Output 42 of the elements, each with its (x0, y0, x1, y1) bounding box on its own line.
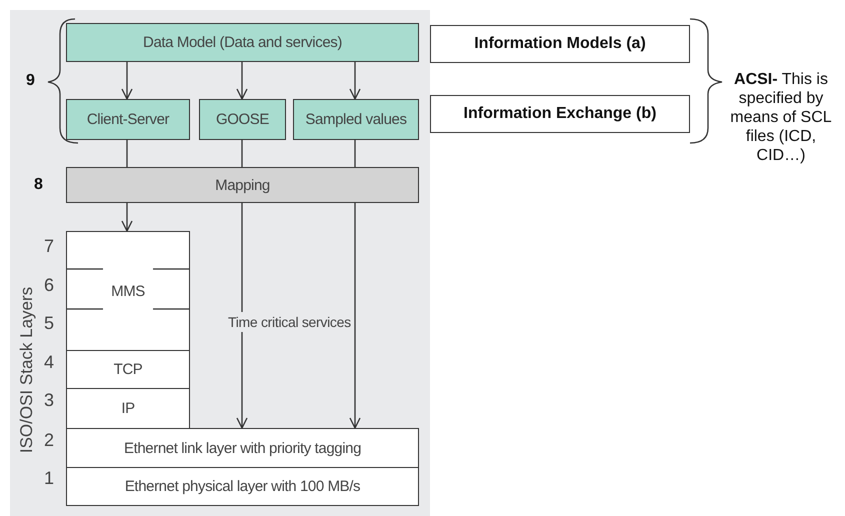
arrow (349, 203, 361, 429)
box-label: Mapping (215, 176, 270, 194)
process-box (66, 99, 190, 140)
arrow (121, 203, 133, 232)
layer-box (66, 231, 190, 351)
arrow (349, 62, 361, 100)
info-box (430, 25, 690, 63)
callout-number: 9 (26, 72, 35, 90)
layer-number: 1 (44, 468, 54, 489)
box-label: Client-Server (86, 111, 170, 128)
process-box (66, 23, 419, 62)
arrow (236, 203, 248, 429)
layer-number: 5 (44, 313, 54, 334)
box-label: Sampled values (305, 111, 407, 128)
axis-title: ISO/OSI Stack Layers (17, 286, 37, 455)
note: ACSI- This is specified by means of SCL files (ICD, CID…) (729, 70, 833, 165)
annotation: Time critical services (228, 312, 351, 332)
arrow (121, 62, 133, 100)
box-label: MMS (111, 282, 145, 300)
layer-number: 4 (44, 352, 54, 373)
layer-box (66, 388, 190, 429)
callout-number: 8 (34, 176, 43, 194)
layer-number: 7 (44, 236, 54, 257)
layer-number: 6 (44, 275, 54, 296)
process-box (199, 99, 286, 140)
box-label: Ethernet physical layer with 100 MB/s (124, 478, 360, 495)
box-label: Information Models (a) (474, 35, 646, 53)
info-box (430, 95, 690, 133)
box-label: Data Model (Data and services) (143, 34, 342, 51)
layer-bar (66, 467, 419, 506)
mapping-bar (66, 167, 419, 203)
box-label: Ethernet link layer with priority tagging (124, 440, 362, 456)
box-label: GOOSE (216, 111, 269, 128)
box-label: Information Exchange (b) (464, 105, 656, 123)
arrow (236, 62, 248, 100)
process-box (293, 99, 419, 140)
layer-number: 3 (44, 390, 54, 411)
layer-box (66, 350, 190, 389)
layer-number: 2 (44, 430, 54, 451)
box-label: TCP (114, 361, 142, 378)
layer-bar (66, 428, 419, 468)
box-label: IP (121, 400, 135, 417)
